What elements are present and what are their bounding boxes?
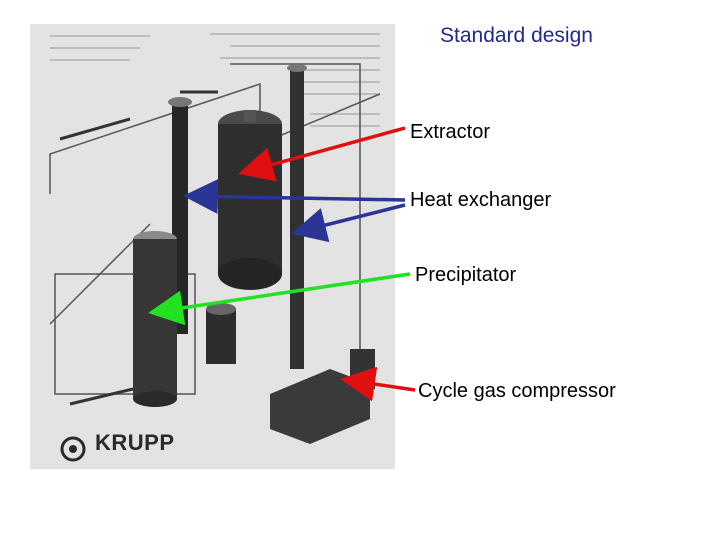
precipitator-label: Precipitator: [415, 264, 517, 286]
slide-title: Standard design: [440, 24, 593, 47]
compressor-arrow: [340, 366, 416, 402]
precipitator-arrow: [148, 272, 411, 326]
heat-exchanger-arrow-left: [183, 179, 406, 215]
heat-exchanger-label: Heat exchanger: [410, 189, 552, 211]
compressor-label: Cycle gas compressor: [418, 380, 616, 402]
brand-name: KRUPP: [95, 430, 175, 455]
extractor-label: Extractor: [410, 121, 491, 143]
heat-exchanger-arrow-right: [291, 203, 406, 243]
krupp-logo-icon: [60, 436, 86, 462]
extractor-arrow: [238, 126, 406, 182]
